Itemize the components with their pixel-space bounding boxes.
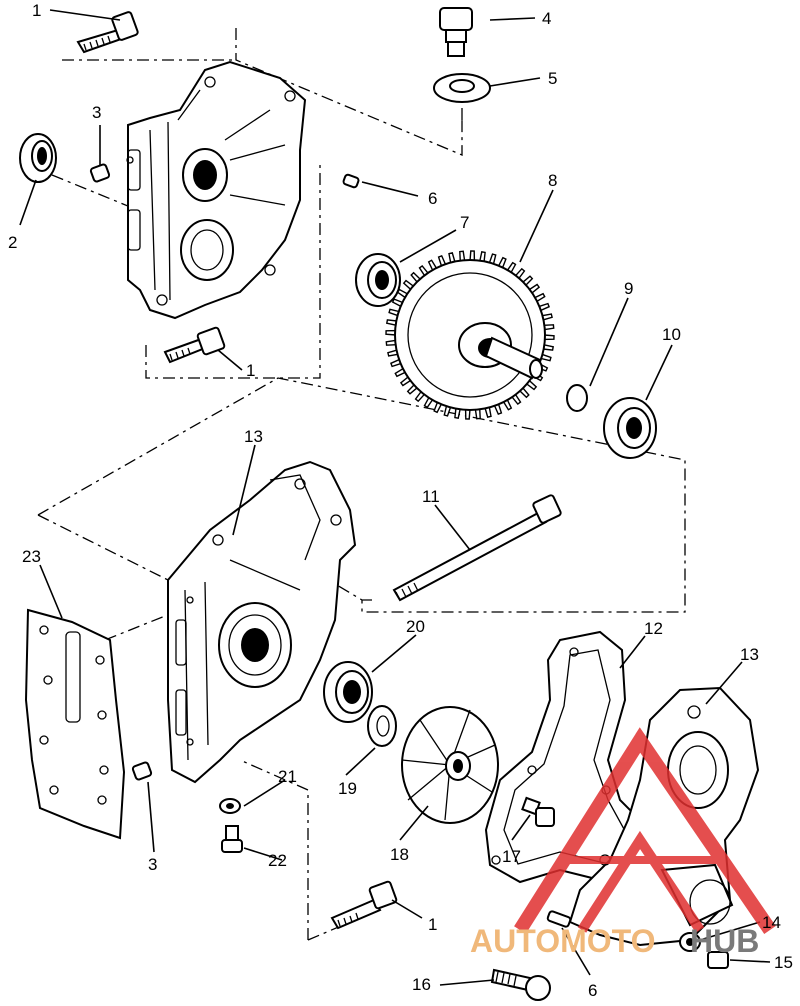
screw-17 [521,796,555,827]
washer-21 [219,798,241,814]
bearing-7 [355,253,401,307]
cap-screw-4 [439,7,473,57]
watermark-text: AUTOMOTO HUB [470,923,759,959]
callout-23: 23 [22,547,41,566]
impeller-18 [401,706,499,824]
watermark-logo [514,727,776,934]
screw-22 [221,825,243,853]
pin-6-lower [546,910,572,928]
pin-6-upper [342,173,360,189]
callout-3-lower: 3 [148,855,157,874]
callout-5: 5 [548,69,557,88]
callout-13-housing: 13 [244,427,263,446]
callout-11: 11 [422,487,440,506]
o-ring-9 [566,384,588,412]
bearing-10 [603,397,657,459]
screw-15 [707,951,729,969]
callout-10: 10 [662,325,681,344]
bolt-lower [330,880,398,930]
assembly-lines [37,28,686,941]
gasket-23 [24,608,126,840]
watermark-text-right: HUB [690,923,759,959]
callout-12: 12 [644,619,663,638]
washer-19 [367,705,397,747]
dowel-3-upper [89,163,111,183]
callout-9: 9 [624,279,633,298]
callout-6-lower: 6 [588,981,597,1000]
callout-20: 20 [406,617,425,636]
callout-14: 14 [762,913,781,932]
callout-1-top: 1 [32,1,41,20]
lower-housing-13 [167,460,357,784]
watermark-text-left: AUTOMOTO [470,923,655,959]
callout-3-upper: 3 [92,103,101,122]
leader-lines [19,9,771,986]
seal-20 [323,661,373,723]
dowel-3-lower [131,761,153,781]
callout-1-middle: 1 [246,361,255,380]
callout-2: 2 [8,233,17,252]
bolt-middle [163,326,226,364]
bolt-16 [490,968,551,1001]
gear-8 [385,250,555,420]
washer-14 [679,932,701,952]
callout-8: 8 [548,171,557,190]
callout-22: 22 [268,851,287,870]
callouts: 1 2 3 4 5 6 7 8 9 10 1 13 11 23 20 12 13… [8,1,793,1000]
callout-15: 15 [774,953,793,972]
washer-5 [433,73,491,103]
callout-4: 4 [542,9,551,28]
callout-18: 18 [390,845,409,864]
callout-6-upper: 6 [428,189,437,208]
callout-13-cover: 13 [740,645,759,664]
callout-19: 19 [338,779,357,798]
callout-7: 7 [460,213,469,232]
callout-16: 16 [412,975,431,994]
callout-1-lower: 1 [428,915,437,934]
callout-21: 21 [278,767,297,786]
upper-housing-cover [126,60,307,320]
bolt-top [76,11,139,54]
long-bolt-11 [392,494,562,602]
callout-17: 17 [502,847,521,866]
seal-2 [19,133,57,183]
